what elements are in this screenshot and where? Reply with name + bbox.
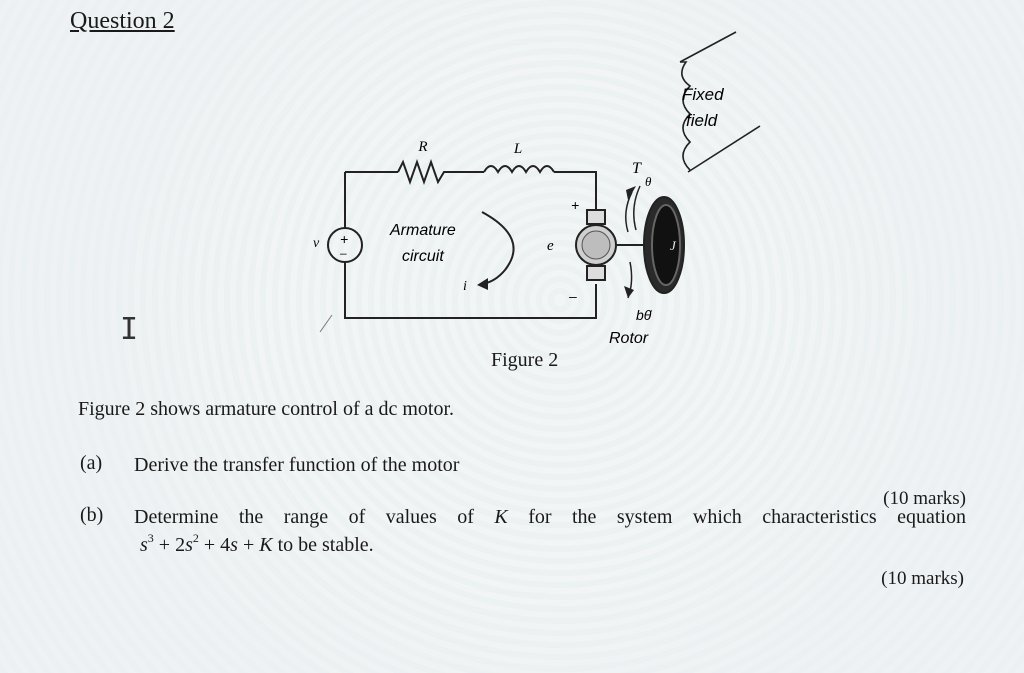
damping-label: bθ̇	[636, 307, 652, 323]
motor-brush-top	[586, 209, 606, 225]
part-a-marks: (10 marks)	[883, 488, 966, 509]
part-b-word: range	[283, 506, 329, 528]
resistor-symbol	[397, 158, 484, 186]
current-arrow	[481, 211, 515, 285]
voltage-source	[327, 227, 363, 263]
theta-label: θ	[645, 174, 652, 189]
part-a-label: (a)	[80, 452, 103, 474]
part-b-text: Determine the range of values of K for t…	[134, 506, 966, 529]
part-b-word-k: K	[494, 506, 508, 528]
part-b-word: the	[572, 506, 597, 528]
armature-label-2: circuit	[402, 248, 444, 265]
inductor-label: L	[513, 141, 522, 157]
current-label: i	[463, 279, 467, 294]
emf-minus: –	[568, 288, 577, 304]
intro-text: Figure 2 shows armature control of a dc …	[78, 398, 455, 420]
part-b-label: (b)	[80, 504, 104, 526]
source-minus: –	[339, 246, 347, 260]
source-plus: +	[340, 231, 348, 247]
characteristic-equation: s3 + 2s2 + 4s + K to be stable.	[140, 531, 374, 556]
part-b-word: the	[238, 506, 264, 528]
figure-caption: Figure 2	[491, 349, 559, 371]
part-b-word: of	[348, 506, 366, 528]
armature-label-1: Armature	[389, 222, 456, 239]
part-b-word: values	[385, 506, 437, 528]
fixed-field-label-2: field	[686, 111, 718, 130]
torque-label: T	[632, 160, 642, 177]
text-cursor-icon: I	[120, 312, 139, 347]
question-title: Question 2	[70, 8, 175, 34]
rotor-label: Rotor	[609, 330, 649, 347]
inertia-label: J	[670, 238, 677, 253]
part-b-word: for	[528, 506, 552, 528]
emf-plus: +	[571, 197, 579, 213]
motor-brush-bottom	[586, 265, 606, 281]
part-b-word: equation	[897, 506, 966, 528]
part-a-text: Derive the transfer function of the moto…	[134, 454, 460, 476]
resistor-label: R	[417, 139, 427, 155]
part-b-marks: (10 marks)	[881, 568, 964, 589]
voltage-label: v	[313, 236, 320, 251]
inductor-symbol	[483, 165, 555, 174]
wire-top-right	[554, 171, 597, 214]
fixed-field-coil	[680, 61, 692, 171]
part-b-word: characteristics	[762, 506, 877, 528]
part-b-word: system	[616, 506, 673, 528]
fixed-field-label-1: Fixed	[682, 85, 724, 104]
wire-bottom-left	[344, 262, 597, 319]
emf-label: e	[547, 238, 554, 254]
part-b-word: which	[692, 506, 742, 528]
part-b-word: Determine	[134, 506, 219, 528]
part-b-word: of	[457, 506, 474, 528]
